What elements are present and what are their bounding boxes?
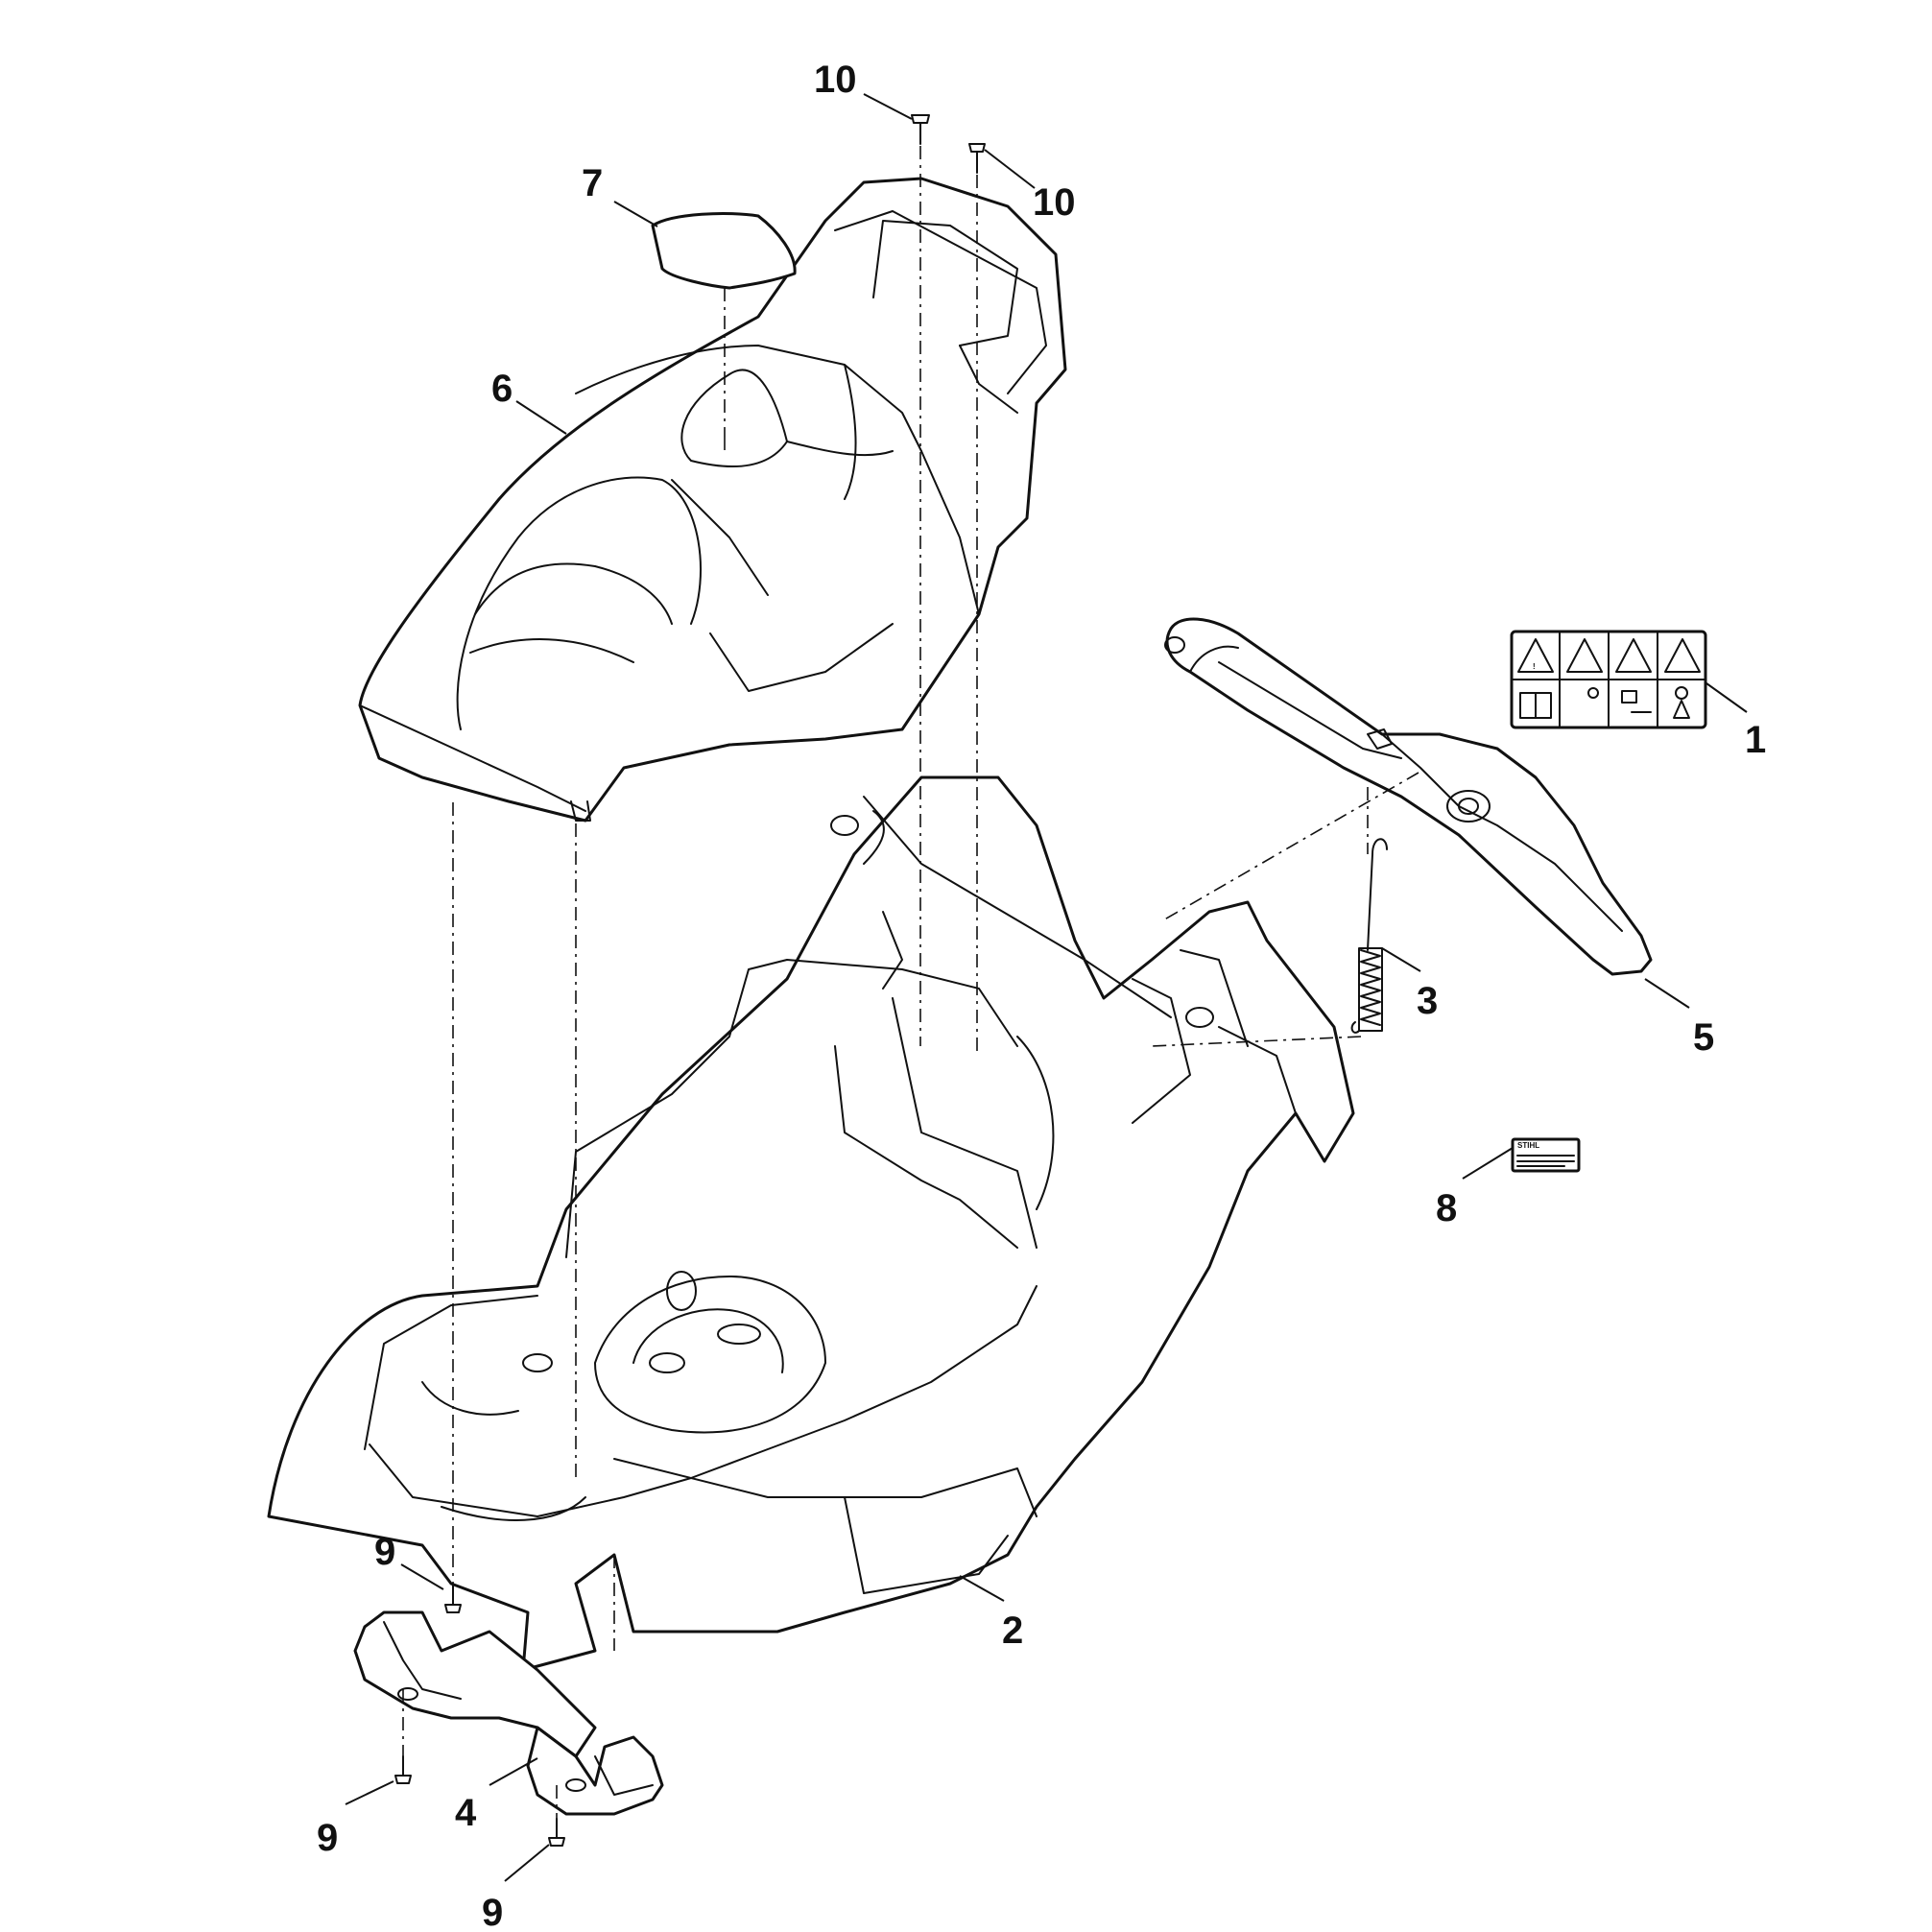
callout-1: 1 — [1745, 719, 1766, 761]
brand-plate-text: STIHL — [1517, 1141, 1539, 1150]
tension-spring — [1350, 838, 1388, 1034]
screw-10b — [968, 143, 986, 174]
callout-8: 8 — [1436, 1187, 1457, 1229]
callout-9-upper: 9 — [374, 1531, 395, 1573]
lower-guard — [353, 1610, 664, 1816]
callout-9-left: 9 — [317, 1817, 338, 1859]
callout-6: 6 — [491, 368, 513, 410]
callout-9-bottom: 9 — [482, 1892, 503, 1932]
callout-10-top: 10 — [814, 59, 857, 101]
callout-2: 2 — [1002, 1610, 1023, 1652]
svg-text:!: ! — [1533, 662, 1536, 671]
handle-bracket — [1164, 617, 1653, 976]
callout-10-right: 10 — [1033, 181, 1076, 224]
screw-9b — [394, 1755, 412, 1784]
warning-label: ! — [1510, 630, 1707, 729]
alignment-line — [1151, 1036, 1362, 1047]
screw-10a — [911, 114, 930, 145]
hood-cover — [358, 177, 1067, 823]
alignment-line — [1160, 772, 1419, 922]
type-plate: STIHL — [1511, 1137, 1581, 1173]
callout-4: 4 — [455, 1792, 477, 1834]
screw-9a — [444, 1583, 462, 1613]
screw-9c — [548, 1818, 565, 1847]
cover-plate — [651, 212, 797, 290]
callout-3: 3 — [1417, 980, 1438, 1022]
mower-housing — [267, 775, 1355, 1672]
callout-7: 7 — [582, 162, 603, 204]
callout-5: 5 — [1693, 1016, 1714, 1059]
